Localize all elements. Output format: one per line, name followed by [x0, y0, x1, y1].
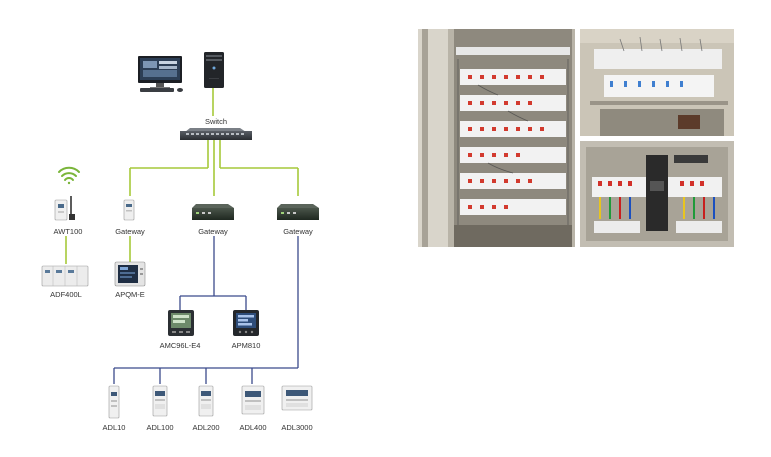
- cabinet-photo-3: [580, 141, 734, 247]
- cabinet-photo-3-art: [580, 141, 734, 247]
- apm810-label: APM810: [232, 341, 261, 350]
- adl400-meter-icon: [241, 385, 265, 415]
- adf400l-label: ADF400L: [50, 290, 82, 299]
- adl100-meter-icon: [152, 385, 168, 417]
- amc96l-e4-meter-icon: [168, 310, 194, 336]
- adl3000-label: ADL3000: [281, 423, 312, 432]
- gateway-3-icon: [277, 204, 319, 220]
- gateway-3-label: Gateway: [283, 227, 313, 236]
- gateway-2-icon: [192, 204, 234, 220]
- adl200-label: ADL200: [192, 423, 219, 432]
- ethernet-lines: [65, 88, 299, 264]
- gateway-2-label: Gateway: [198, 227, 228, 236]
- awt100-device-icon: [54, 196, 75, 221]
- adl200-meter-icon: [198, 385, 214, 417]
- adl10-label: ADL10: [103, 423, 126, 432]
- rs485-lines: [113, 236, 299, 384]
- gateway-1-icon: [123, 199, 135, 221]
- monitor-icon: [138, 56, 183, 92]
- switch-label: Switch: [205, 117, 227, 126]
- cabinet-photo-2-art: [580, 29, 734, 136]
- adf400l-device-icon: [41, 265, 89, 287]
- gateway-1-label: Gateway: [115, 227, 145, 236]
- cabinet-photo-1: [418, 29, 575, 247]
- apm810-meter-icon: [233, 310, 259, 336]
- cabinet-photo-1-art: [418, 29, 575, 247]
- network-switch-icon: [180, 128, 252, 140]
- awt100-label: AWT100: [54, 227, 83, 236]
- apqm-e-label: APQM-E: [115, 290, 145, 299]
- wifi-icon: [58, 166, 80, 185]
- adl400-label: ADL400: [239, 423, 266, 432]
- apqm-e-device-icon: [114, 261, 146, 287]
- amc96l-e4-label: AMC96L-E4: [160, 341, 201, 350]
- adl100-label: ADL100: [146, 423, 173, 432]
- adl10-meter-icon: [108, 385, 120, 419]
- adl3000-meter-icon: [281, 385, 313, 411]
- cabinet-photo-2: [580, 29, 734, 136]
- server-icon: [204, 52, 224, 88]
